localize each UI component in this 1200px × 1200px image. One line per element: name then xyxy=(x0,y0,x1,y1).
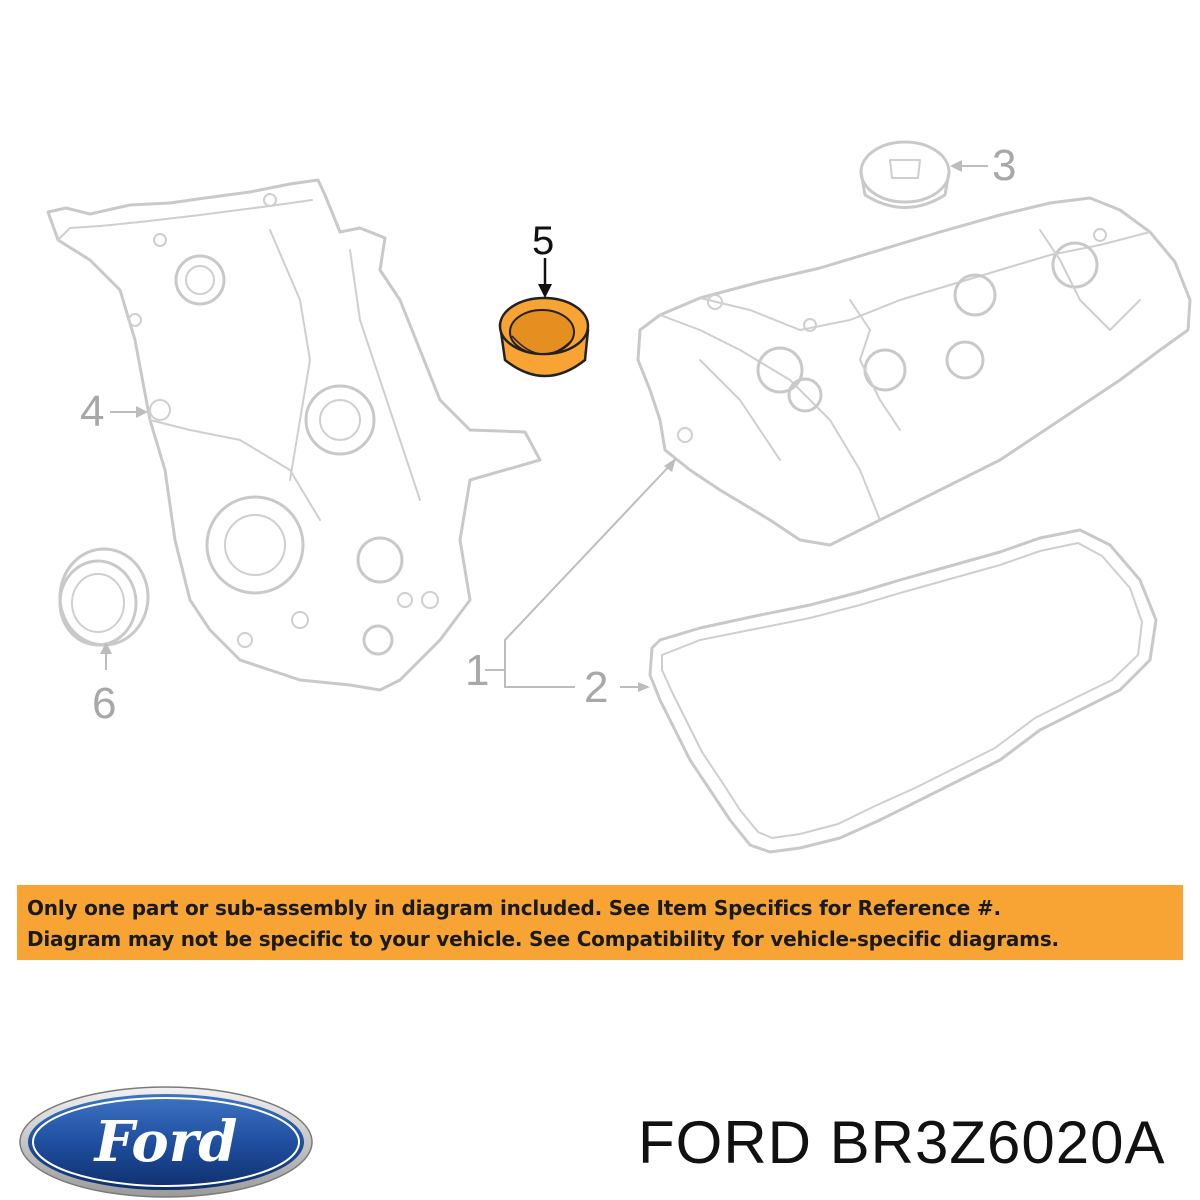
valve-cover-drawing xyxy=(636,196,1192,547)
callout-1: 1 xyxy=(465,646,489,695)
notice-line-1: Only one part or sub-assembly in diagram… xyxy=(27,896,1001,920)
part-label: FORD BR3Z6020A xyxy=(638,1109,1166,1176)
notice-line-2: Diagram may not be specific to your vehi… xyxy=(27,927,1059,951)
seal-part-highlighted xyxy=(498,296,590,378)
oil-cap-drawing xyxy=(859,140,951,209)
ford-logo: Ford xyxy=(19,1086,313,1198)
ford-logo-wordmark: Ford xyxy=(93,1109,238,1175)
timing-cover-drawing xyxy=(46,178,542,692)
callout-2: 2 xyxy=(584,663,608,712)
callout-5: 5 xyxy=(532,219,554,263)
callout-6: 6 xyxy=(92,679,116,728)
callout-4: 4 xyxy=(80,387,104,436)
notice-banner: Only one part or sub-assembly in diagram… xyxy=(17,885,1183,960)
callout-leaders xyxy=(100,160,988,692)
crank-seal-drawing xyxy=(58,547,150,647)
valve-gasket-drawing xyxy=(648,528,1158,854)
callout-3: 3 xyxy=(992,141,1016,190)
parts-diagram: 1 2 3 4 5 6 xyxy=(46,140,1192,854)
